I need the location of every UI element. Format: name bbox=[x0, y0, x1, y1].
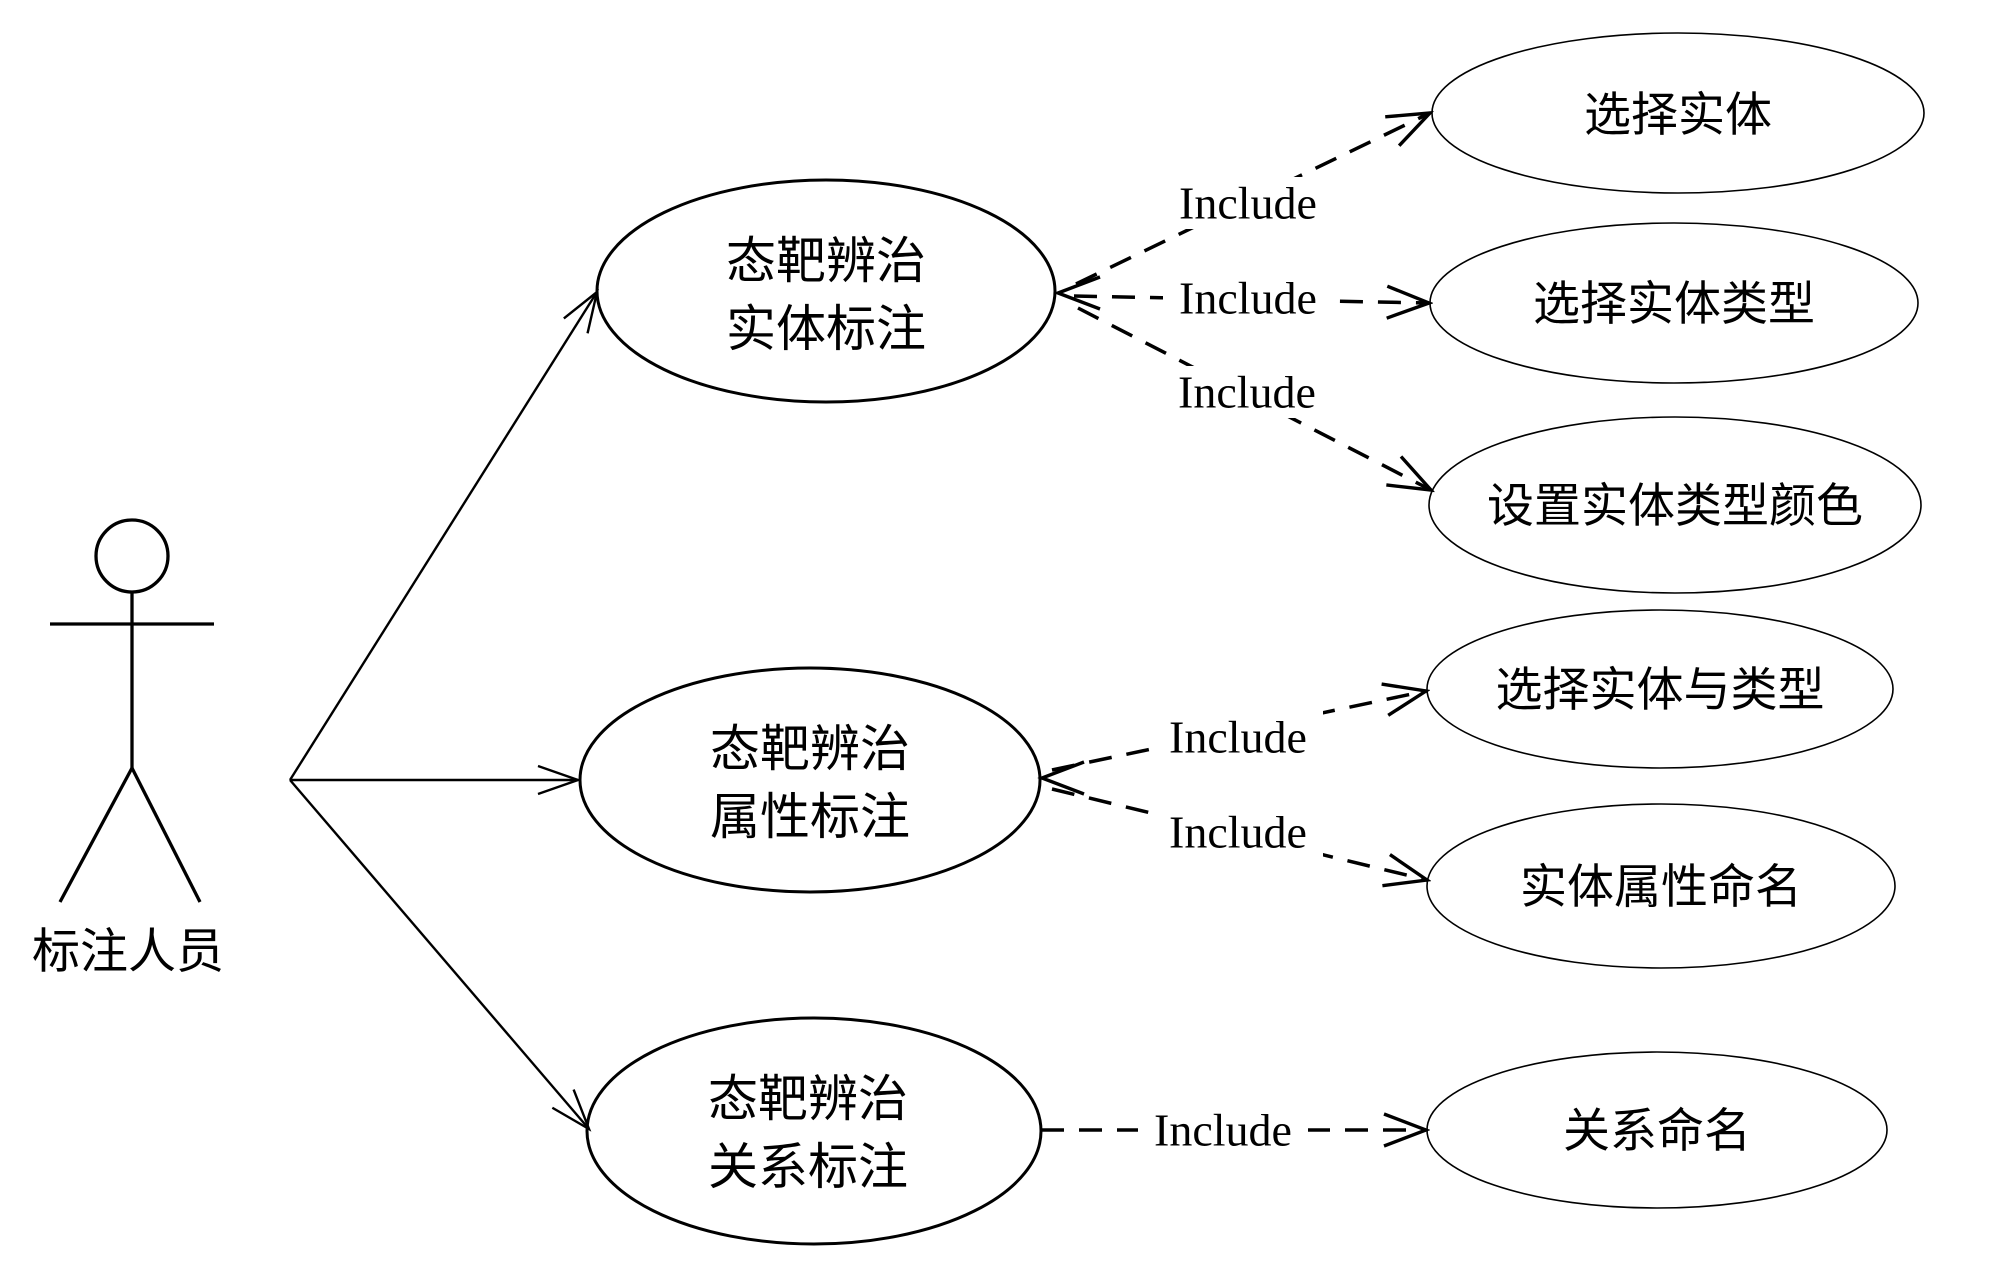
include-label-background bbox=[1163, 177, 1333, 229]
use-case-relation-annotation-label-line2: 关系标注 bbox=[708, 1139, 908, 1195]
use-case-entity-annotation-ellipse bbox=[595, 178, 1057, 404]
actor-right-leg bbox=[130, 767, 202, 903]
actor-annotator: 标注人员 bbox=[32, 518, 224, 979]
association-actor-relation-annotation bbox=[289, 779, 592, 1132]
association-actor-entity-annotation bbox=[288, 288, 599, 781]
use-case-set-entity-type-color-ellipse bbox=[1428, 416, 1922, 594]
include-label-background bbox=[1153, 711, 1323, 763]
use-case-entity-annotation-label-line1: 态靶辨治 bbox=[726, 233, 926, 289]
include-label-select-entity: Include bbox=[1179, 178, 1317, 229]
use-case-attribute-annotation-ellipse bbox=[578, 666, 1042, 894]
use-case-entity-annotation-label-line2: 实体标注 bbox=[726, 301, 926, 357]
use-case-name-entity-attribute-label: 实体属性命名 bbox=[1520, 862, 1802, 914]
include-label-background bbox=[1138, 1104, 1308, 1156]
include-label-name-entity-attribute: Include bbox=[1169, 807, 1307, 858]
include-back-arrowhead-attribute-annotation bbox=[1037, 760, 1085, 796]
include-label-select-entity-type: Include bbox=[1179, 273, 1317, 324]
include-label-background bbox=[1163, 272, 1333, 324]
use-case-select-entity-label: 选择实体 bbox=[1584, 90, 1772, 142]
use-case-select-entity-type-label: 选择实体类型 bbox=[1533, 279, 1815, 331]
actor-label: 标注人员 bbox=[32, 926, 224, 979]
include-label-select-entity-and-type: Include bbox=[1169, 712, 1307, 763]
use-case-name-relation-label: 关系命名 bbox=[1563, 1106, 1751, 1158]
include-label-set-entity-type-color: Include bbox=[1178, 367, 1316, 418]
include-label-background bbox=[1162, 366, 1332, 418]
use-case-set-entity-type-color-label: 设置实体类型颜色 bbox=[1487, 481, 1863, 533]
use-case-attribute-annotation-label-line2: 属性标注 bbox=[710, 789, 910, 845]
use-case-relation-annotation-ellipse bbox=[585, 1016, 1043, 1246]
include-label-background bbox=[1153, 806, 1323, 858]
actor-left-leg bbox=[58, 767, 134, 903]
use-case-select-entity-and-type-label: 选择实体与类型 bbox=[1496, 665, 1825, 717]
include-connector-select-entity-type bbox=[1073, 296, 1429, 303]
use-case-relation-annotation-label-line1: 态靶辨治 bbox=[708, 1071, 908, 1127]
include-back-arrowhead-entity-annotation bbox=[1053, 275, 1101, 311]
include-label-name-relation: Include bbox=[1154, 1105, 1292, 1156]
use-case-attribute-annotation-label-line1: 态靶辨治 bbox=[710, 721, 910, 777]
